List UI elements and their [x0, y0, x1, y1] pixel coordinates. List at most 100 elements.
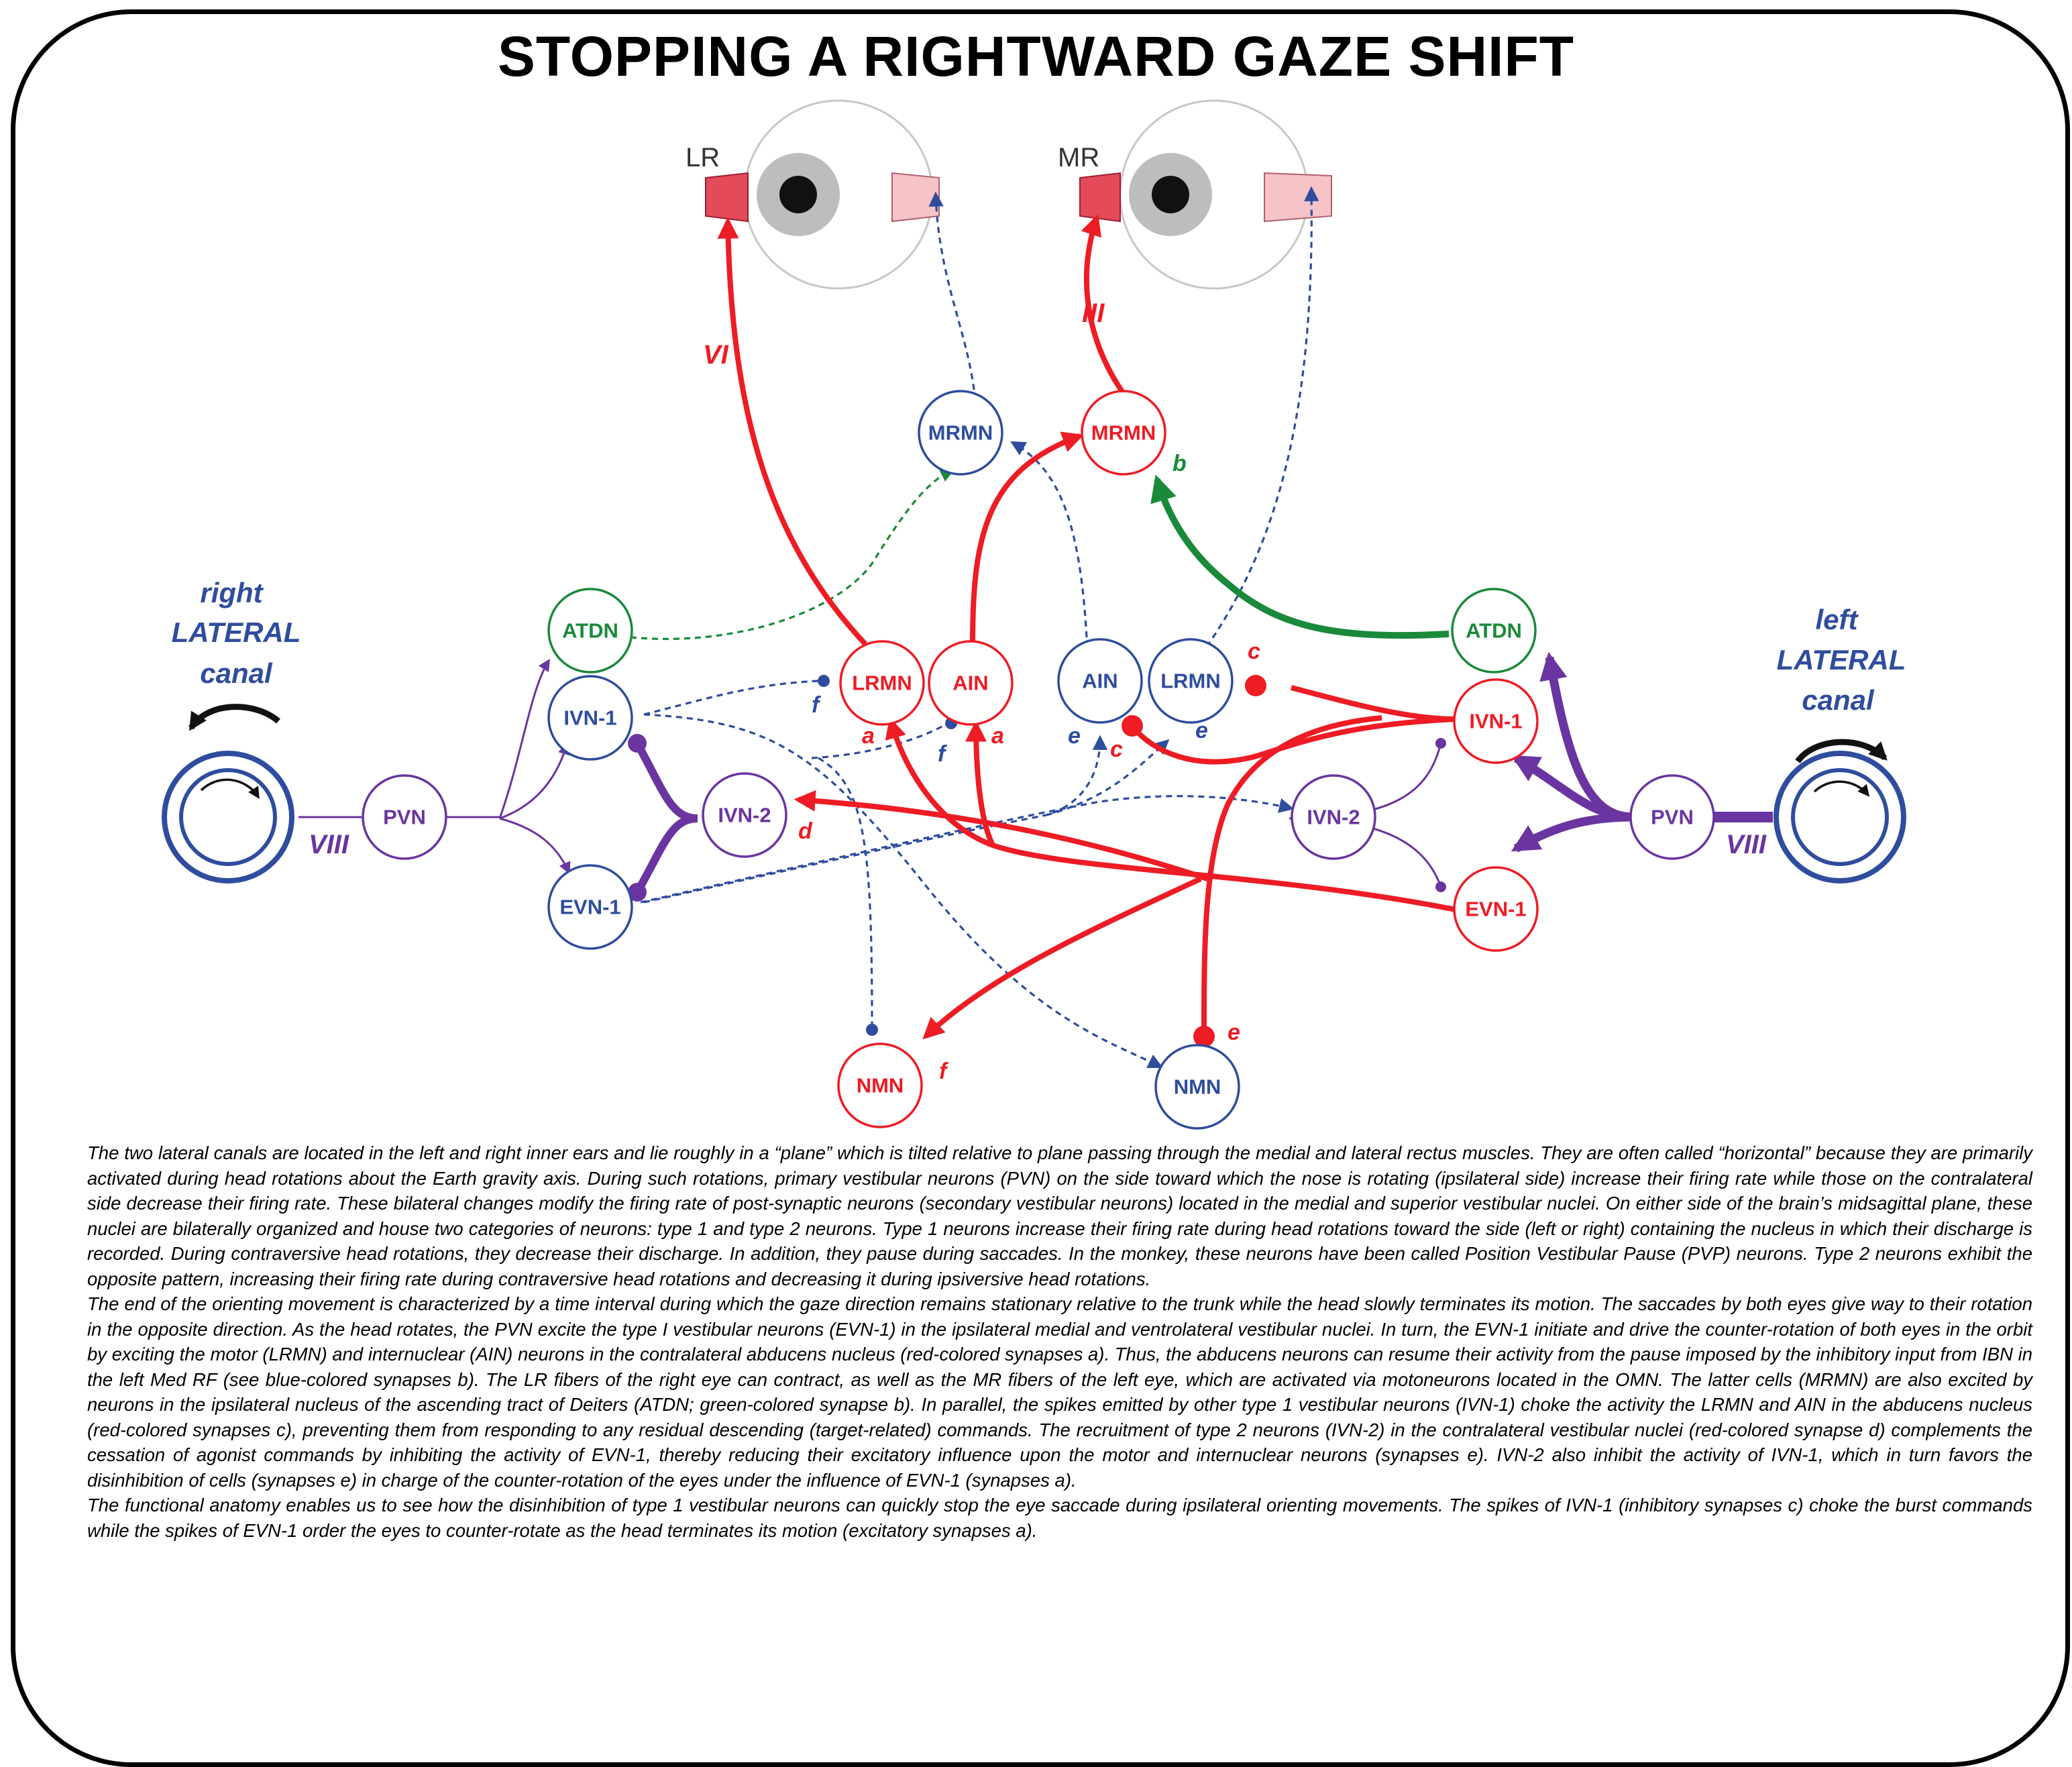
ivn1-left-to-lrmn [643, 680, 819, 716]
node-label: AIN [1082, 670, 1117, 693]
node-evn1-left: EVN-1 [547, 864, 633, 950]
synapse-label-a-right: a [991, 723, 1004, 749]
node-evn1-right: EVN-1 [1453, 866, 1539, 952]
ivn1-right-to-lrmn-blue [1290, 685, 1456, 722]
synapse-purple-evn1 [628, 883, 647, 902]
node-label: LRMN [852, 672, 912, 695]
right-canal-line3: canal [200, 657, 273, 689]
node-atdn-right: ATDN [1451, 588, 1537, 674]
node-ivn1-left: IVN-1 [547, 675, 633, 761]
lateral-rectus-muscle [1264, 172, 1332, 223]
cross-to-ain-red [811, 720, 952, 759]
medial-rectus-muscle [1079, 172, 1121, 223]
node-label: PVN [1651, 806, 1694, 829]
caption-paragraph-2: The end of the orienting movement is cha… [87, 1293, 2032, 1491]
synapse-label-f-top: f [812, 692, 822, 718]
evn1-left-to-ain-blue [643, 735, 1108, 904]
left-canal-line1: left [1816, 604, 1859, 635]
evn1-left-to-ivn2-right [640, 795, 1295, 904]
left-canal-line3: canal [1802, 684, 1875, 716]
evn1-right-to-ain [965, 720, 995, 847]
pupil [1152, 176, 1189, 213]
synapse-purple-evn1-right [1435, 881, 1446, 892]
left-ivn2-to-ivn1-inhib [633, 741, 698, 822]
node-ain-blue: AIN [1057, 638, 1143, 724]
node-label: EVN-1 [1465, 898, 1526, 921]
node-atdn-left: ATDN [547, 588, 633, 674]
node-nmn-red: NMN [837, 1042, 923, 1128]
page-title: STOPPING A RIGHTWARD GAZE SHIFT [497, 25, 1575, 88]
right-lateral-canal [162, 704, 294, 884]
red-connections [717, 213, 1470, 1040]
synapse-label-e-bottom: e [1228, 1020, 1240, 1045]
left-pvn-to-evn1 [499, 817, 571, 875]
node-label: IVN-2 [718, 804, 771, 827]
left-lateral-canal [1774, 739, 1906, 884]
node-label: NMN [857, 1074, 904, 1097]
nerve-vi-label: VI [703, 340, 729, 370]
node-label: AIN [952, 672, 988, 695]
node-lrmn-blue: LRMN [1148, 638, 1234, 724]
mrmn-to-mr-iii [1081, 213, 1133, 405]
node-ain-red: AIN [928, 640, 1014, 726]
node-nmn-blue: NMN [1154, 1044, 1240, 1130]
synapse-label-f-nmn: f [939, 1059, 949, 1084]
synapse-c-top [1245, 675, 1266, 696]
lrmn-to-lr-vi [717, 217, 867, 646]
pupil [779, 176, 817, 213]
rotation-arrow [188, 704, 280, 731]
node-label: MRMN [928, 421, 993, 445]
caption-paragraph-1: The two lateral canals are located in th… [87, 1142, 2032, 1289]
synapse-f-nmn [866, 1024, 878, 1036]
mr-label: MR [1058, 143, 1099, 172]
node-label: ATDN [562, 619, 618, 643]
node-mrmn-red: MRMN [1081, 390, 1166, 476]
node-pvn-right: PVN [1629, 774, 1715, 860]
synapse-label-d: d [798, 818, 813, 844]
ivn1-right-to-ain-blue [1131, 716, 1456, 765]
right-pvn-to-evn1 [1511, 812, 1634, 853]
node-ivn2-right: IVN-2 [1291, 774, 1376, 860]
caption-text: The two lateral canals are located in th… [87, 1140, 2032, 1543]
node-label: IVN-1 [563, 706, 616, 730]
node-label: IVN-1 [1469, 710, 1522, 733]
medial-rectus-muscle [891, 172, 940, 223]
left-canal-line2: LATERAL [1777, 644, 1906, 676]
lateral-rectus-muscle [705, 172, 749, 223]
node-label: IVN-2 [1307, 806, 1360, 829]
node-ivn2-left: IVN-2 [702, 772, 787, 858]
node-label: EVN-1 [559, 896, 620, 919]
left-ivn2-to-evn1-inhib [633, 814, 698, 894]
synapse-purple-ivn1-right [1435, 738, 1446, 749]
rotation-arrow [1795, 739, 1888, 763]
cross-to-nmn-red [922, 876, 1202, 1040]
synapse-f-top [818, 675, 830, 687]
synapse-label-e-left: e [1068, 723, 1081, 749]
nerve-viii-left-label: VIII [309, 830, 349, 859]
left-eye [1079, 99, 1332, 290]
synapse-label-f-mid: f [938, 741, 948, 767]
right-canal-line1: right [200, 577, 264, 608]
ivn1-left-to-nmn-red [818, 757, 873, 1027]
blue-dashed-connections [640, 186, 1319, 1069]
right-eye [705, 99, 940, 290]
synapse-label-c-mid: c [1110, 737, 1123, 762]
neural-circuit-diagram: LR MR [162, 99, 1906, 1130]
caption-paragraph-3: The functional anatomy enables us to see… [87, 1495, 2032, 1541]
node-label: PVN [383, 806, 426, 829]
mrmn-to-right-eye [928, 191, 977, 433]
node-ivn1-right: IVN-1 [1453, 678, 1539, 764]
synapse-label-a-left: a [862, 723, 875, 749]
node-label: ATDN [1466, 619, 1522, 643]
node-pvn-left: PVN [362, 774, 447, 860]
ain-blue-to-mrmn [1010, 441, 1088, 638]
right-canal-line2: LATERAL [172, 617, 301, 648]
synapse-purple-ivn1 [628, 734, 647, 753]
synapse-label-e-right: e [1195, 718, 1208, 743]
node-label: NMN [1174, 1075, 1221, 1099]
left-pvn-to-atdn [498, 658, 550, 819]
ivn1-right-to-nmn-blue-inhib [1201, 715, 1382, 1030]
node-label: MRMN [1091, 421, 1156, 445]
synapse-label-b: b [1173, 451, 1187, 476]
synapse-c-mid [1122, 715, 1143, 737]
